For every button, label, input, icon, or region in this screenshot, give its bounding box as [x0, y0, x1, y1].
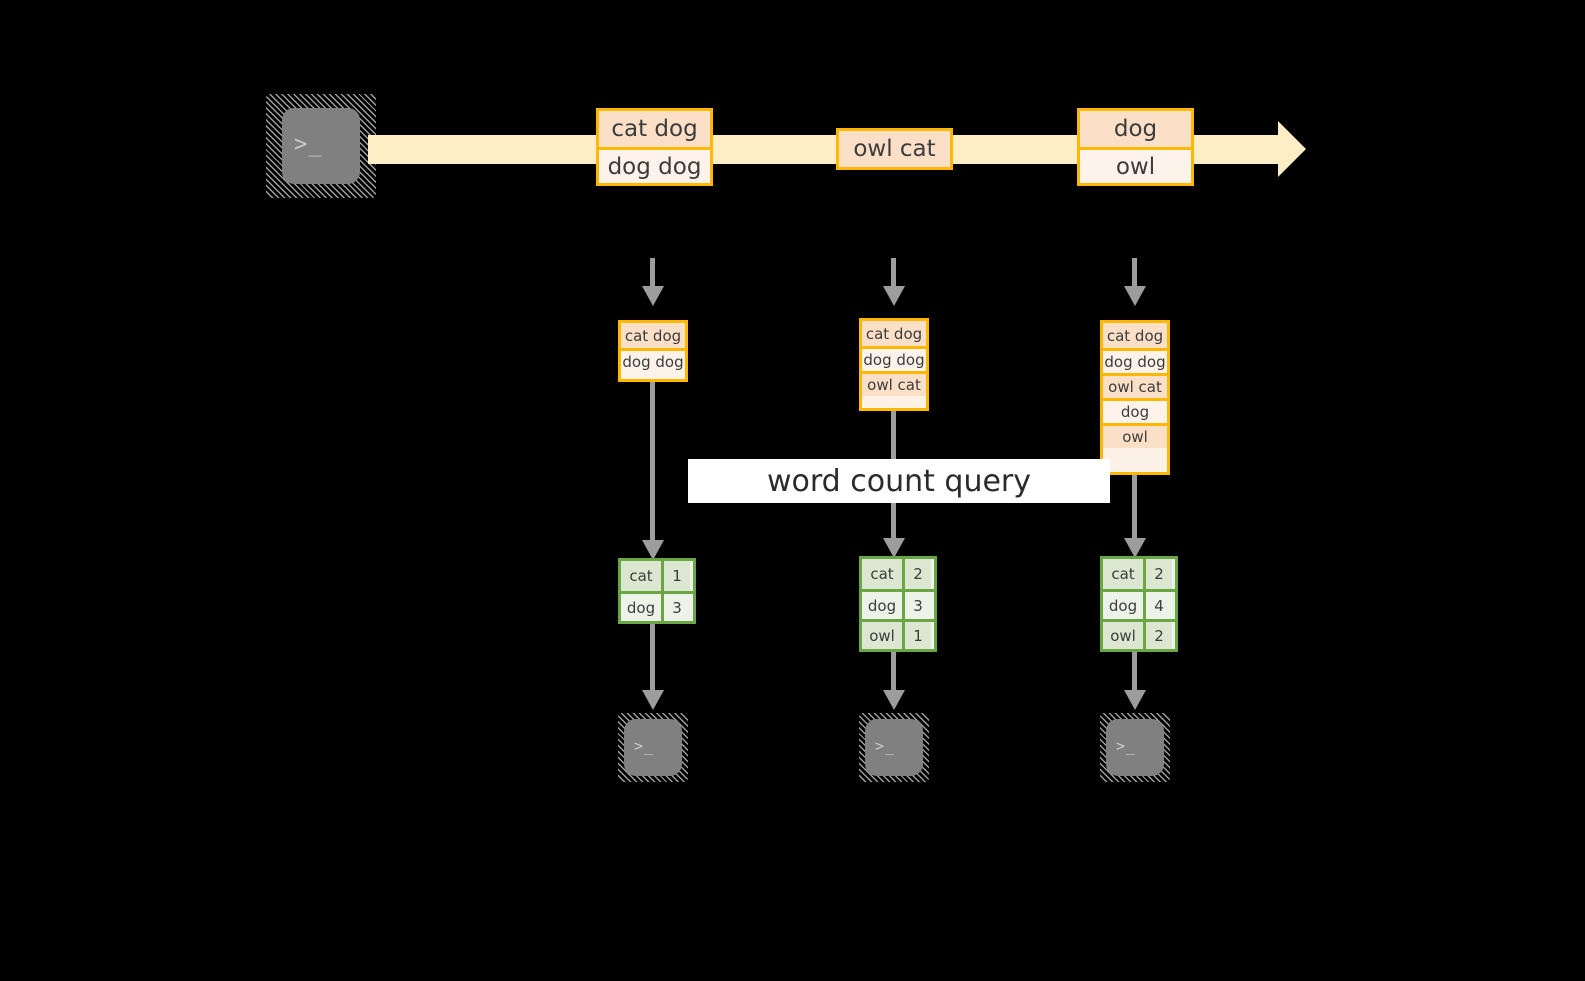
source-terminal-icon: >_ [282, 108, 360, 184]
result-key: cat [862, 559, 905, 589]
snapshot-1-input-records: cat dog dog dog [618, 320, 688, 382]
terminal-prompt-glyph: >_ [1116, 737, 1137, 755]
stream-record: owl cat [839, 131, 950, 167]
snapshot-1-stream-tap-line [650, 258, 655, 288]
input-record: cat dog [1103, 323, 1167, 348]
result-value: 2 [1146, 559, 1172, 589]
input-record: dog dog [621, 348, 685, 373]
input-record: cat dog [862, 321, 926, 346]
result-key: dog [862, 592, 905, 619]
result-key: cat [1103, 559, 1146, 589]
stream-record-group-3: dog owl [1077, 108, 1194, 186]
result-value: 2 [1146, 622, 1172, 649]
snapshot-3-stream-tap-arrowhead-icon [1124, 286, 1146, 306]
snapshot-2-sink-line [891, 652, 896, 698]
snapshot-2-sink-terminal-icon: >_ [865, 719, 923, 776]
snapshot-2-query-arrowhead-icon [883, 538, 905, 558]
snapshot-1-sink-line [650, 624, 655, 698]
result-value: 3 [905, 592, 931, 619]
result-key: cat [621, 561, 664, 591]
input-record: owl [1103, 423, 1167, 448]
query-label: word count query [688, 459, 1110, 503]
result-row: owl 1 [862, 619, 934, 649]
terminal-prompt-glyph: >_ [634, 737, 655, 755]
snapshot-3-input-records: cat dog dog dog owl cat dog owl [1100, 320, 1170, 475]
result-value: 2 [905, 559, 931, 589]
stream-record-group-2: owl cat [836, 128, 953, 170]
result-row: cat 2 [1103, 559, 1175, 589]
input-record: cat dog [621, 323, 685, 348]
result-key: dog [621, 594, 664, 621]
snapshot-3-sink-terminal-icon: >_ [1106, 719, 1164, 776]
result-value: 1 [664, 561, 690, 591]
snapshot-3-sink-arrowhead-icon [1124, 690, 1146, 710]
snapshot-3-sink-line [1132, 652, 1137, 698]
terminal-prompt-glyph: >_ [875, 737, 896, 755]
stream-record-group-1: cat dog dog dog [596, 108, 713, 186]
snapshot-1-query-arrowhead-icon [642, 540, 664, 560]
snapshot-3-query-arrowhead-icon [1124, 538, 1146, 558]
snapshot-1-query-line [650, 382, 655, 548]
result-key: dog [1103, 592, 1146, 619]
input-record: dog dog [1103, 348, 1167, 373]
snapshot-1-result-table: cat 1 dog 3 [618, 558, 696, 624]
snapshot-3-query-line [1132, 475, 1137, 546]
terminal-prompt-glyph: >_ [294, 132, 323, 157]
result-row: cat 2 [862, 559, 934, 589]
snapshot-2-sink-arrowhead-icon [883, 690, 905, 710]
result-value: 1 [905, 622, 931, 649]
stream-record: cat dog [599, 111, 710, 147]
snapshot-1-stream-tap-arrowhead-icon [642, 286, 664, 306]
stream-arrowhead-icon [1278, 121, 1306, 177]
result-row: dog 4 [1103, 589, 1175, 619]
input-record: dog [1103, 398, 1167, 423]
input-record: owl cat [1103, 373, 1167, 398]
result-row: dog 3 [621, 591, 693, 621]
snapshot-3-stream-tap-line [1132, 258, 1137, 288]
snapshot-2-stream-tap-line [891, 258, 896, 288]
result-key: owl [1103, 622, 1146, 649]
snapshot-2-result-table: cat 2 dog 3 owl 1 [859, 556, 937, 652]
result-row: cat 1 [621, 561, 693, 591]
stream-record: owl [1080, 147, 1191, 183]
snapshot-1-sink-terminal-icon: >_ [624, 719, 682, 776]
input-record: owl cat [862, 371, 926, 396]
result-row: dog 3 [862, 589, 934, 619]
input-record: dog dog [862, 346, 926, 371]
stream-record: dog [1080, 111, 1191, 147]
snapshot-2-stream-tap-arrowhead-icon [883, 286, 905, 306]
snapshot-1-sink-arrowhead-icon [642, 690, 664, 710]
result-row: owl 2 [1103, 619, 1175, 649]
snapshot-2-input-records: cat dog dog dog owl cat [859, 318, 929, 411]
result-value: 3 [664, 594, 690, 621]
snapshot-3-result-table: cat 2 dog 4 owl 2 [1100, 556, 1178, 652]
result-value: 4 [1146, 592, 1172, 619]
result-key: owl [862, 622, 905, 649]
stream-record: dog dog [599, 147, 710, 183]
